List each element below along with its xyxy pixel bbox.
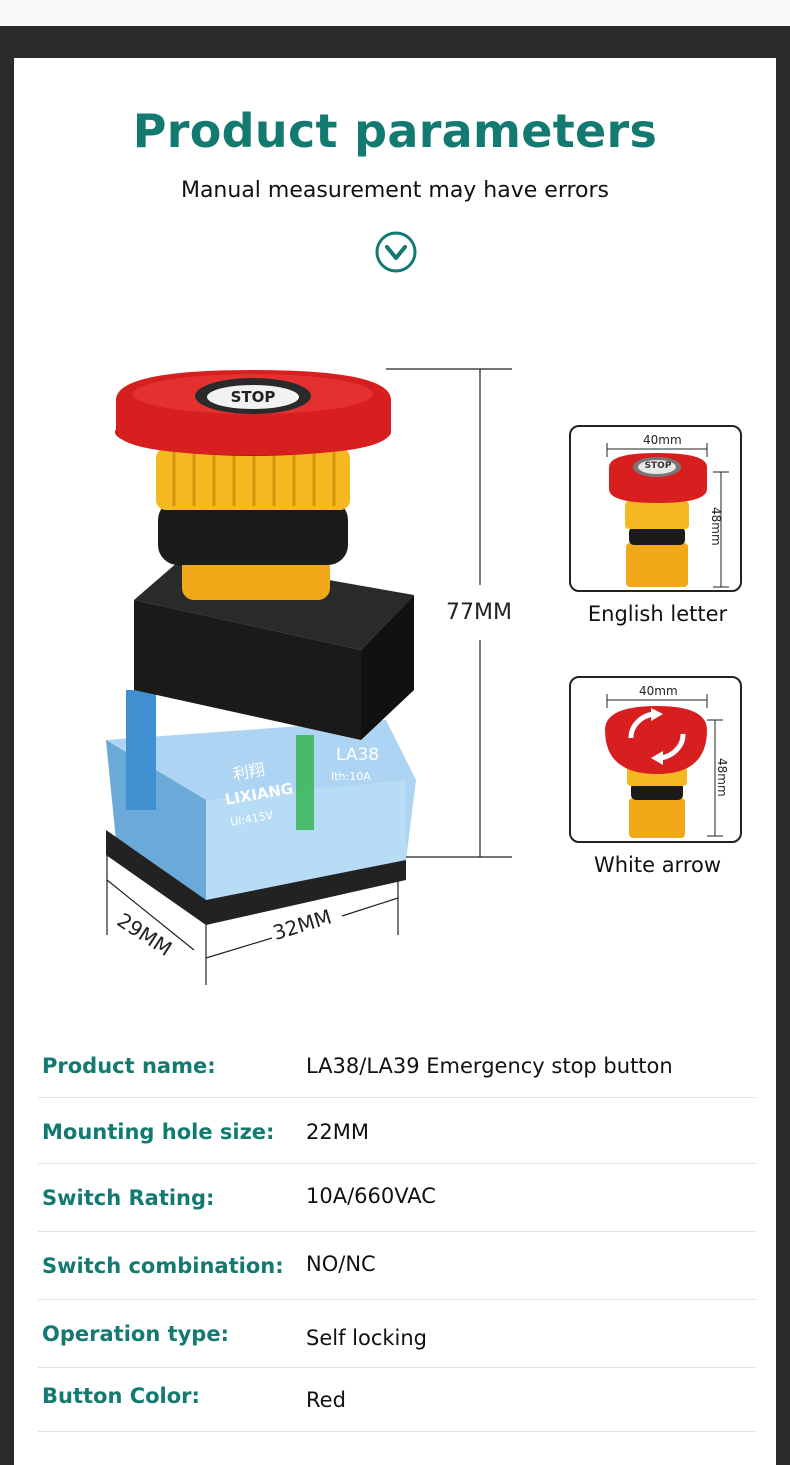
spec-row-button-color: Button Color: Red <box>38 1368 756 1432</box>
spec-label: Switch Rating: <box>42 1186 215 1210</box>
cap-text: STOP <box>231 388 276 406</box>
height-dimension-label: 77MM <box>446 600 512 625</box>
page-subtitle: Manual measurement may have errors <box>180 178 610 203</box>
product-figure: STOP 利翔 LIXIANG LA38 Ith:10A Ui:415V <box>106 368 512 985</box>
black-ring <box>158 500 348 565</box>
spec-label: Button Color: <box>42 1384 200 1408</box>
row-divider <box>38 1097 756 1098</box>
model-text: LA38 <box>336 745 379 765</box>
spec-row-switch-combination: Switch combination: NO/NC <box>38 1236 756 1300</box>
red-cap <box>115 370 391 456</box>
variant-card-english-letter: STOP 40mm 48mm <box>569 425 742 592</box>
switch-base <box>106 690 416 925</box>
spec-row-product-name: Product name: LA38/LA39 Emergency stop b… <box>38 1034 756 1098</box>
spec-value: Self locking <box>306 1326 428 1350</box>
spec-value: NO/NC <box>306 1252 376 1276</box>
white-arrow-button-image <box>605 694 723 838</box>
spec-label: Operation type: <box>42 1322 229 1346</box>
rating-text: Ith:10A <box>331 770 371 783</box>
variant-cap-text: STOP <box>644 461 672 471</box>
chevron-down-circle-icon <box>375 231 417 273</box>
spec-row-switch-rating: Switch Rating: 10A/660VAC <box>38 1168 756 1232</box>
page-title: Product parameters <box>132 104 658 158</box>
row-divider <box>38 1231 756 1232</box>
variant-card-white-arrow: 40mm 48mm <box>569 676 742 843</box>
spec-value: LA38/LA39 Emergency stop button <box>306 1054 673 1078</box>
yellow-collar-lower <box>182 555 330 600</box>
spec-row-operation-type: Operation type: Self locking <box>38 1304 756 1368</box>
english-letter-button-image <box>606 443 729 588</box>
spec-row-mounting-hole-size: Mounting hole size: 22MM <box>38 1100 756 1164</box>
variant-width-label: 40mm <box>643 433 682 447</box>
variant-caption-white-arrow: White arrow <box>593 853 722 877</box>
spec-value: Red <box>306 1388 346 1412</box>
row-divider <box>38 1431 756 1432</box>
spec-value: 10A/660VAC <box>306 1184 436 1208</box>
row-divider <box>38 1367 756 1368</box>
top-strip <box>0 0 790 26</box>
spec-label: Mounting hole size: <box>42 1120 275 1144</box>
variant-caption-english-letter: English letter <box>587 602 728 626</box>
spec-label: Switch combination: <box>42 1254 284 1278</box>
variant-height-label: 48mm <box>709 507 723 546</box>
row-divider <box>38 1163 756 1164</box>
row-divider <box>38 1299 756 1300</box>
spec-label: Product name: <box>42 1054 216 1078</box>
spec-value: 22MM <box>306 1120 369 1144</box>
variant-width-label: 40mm <box>639 684 678 698</box>
variant-height-label: 48mm <box>715 758 729 797</box>
